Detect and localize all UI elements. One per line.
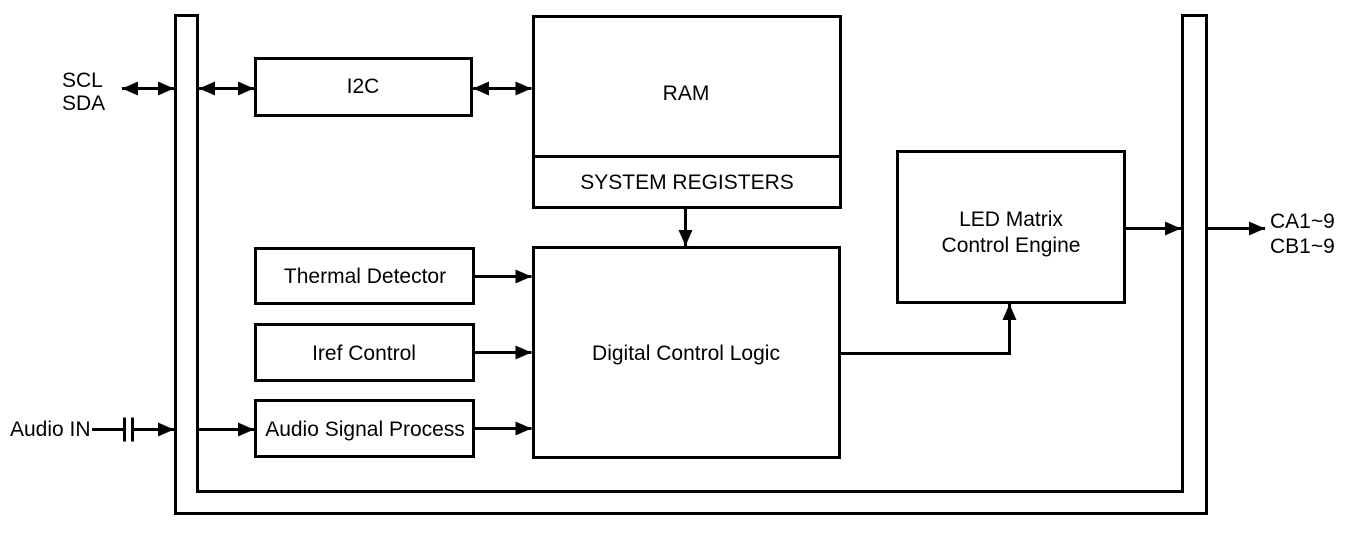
- audio-signal-process-outline: [254, 399, 475, 458]
- iref-control-outline: [254, 323, 475, 382]
- thermal-detector-outline: [254, 247, 475, 305]
- i2c-block-outline: [254, 57, 473, 117]
- thermal-detector-label: Thermal Detector: [284, 265, 446, 288]
- led-matrix-control-engine-label-line1: LED Matrix: [959, 208, 1063, 231]
- i2c-block: I2C: [254, 57, 473, 117]
- led-matrix-control-engine-outline: [896, 150, 1126, 304]
- internal-bus-frame: [174, 14, 1208, 515]
- digital-control-logic-label: Digital Control Logic: [592, 342, 780, 365]
- i2c-block-label: I2C: [347, 75, 380, 98]
- pin-label-audio-in: Audio IN: [10, 418, 91, 441]
- audio-signal-process-block: Audio Signal Process: [254, 399, 475, 458]
- system-registers-label: SYSTEM REGISTERS: [580, 171, 794, 194]
- ram-block: RAM SYSTEM REGISTERS: [532, 15, 842, 209]
- coupling-capacitor-icon: [123, 417, 134, 442]
- led-matrix-control-engine-block: LED Matrix Control Engine: [896, 150, 1126, 304]
- pin-label-cb-out: CB1~9: [1270, 235, 1335, 258]
- digital-control-logic-block: Digital Control Logic: [532, 246, 841, 459]
- pin-label-sda: SDA: [62, 92, 105, 115]
- pin-label-scl: SCL: [62, 69, 103, 92]
- iref-control-block: Iref Control: [254, 323, 475, 382]
- iref-control-label: Iref Control: [312, 342, 416, 365]
- led-matrix-control-engine-label-line2: Control Engine: [942, 234, 1081, 257]
- ram-block-outline: [532, 15, 842, 209]
- thermal-detector-block: Thermal Detector: [254, 247, 475, 305]
- ram-block-label: RAM: [663, 82, 710, 105]
- wire-dcl-to-led-engine: [840, 304, 1017, 355]
- pin-label-ca-out: CA1~9: [1270, 210, 1335, 233]
- digital-control-logic-outline: [532, 246, 841, 459]
- audio-signal-process-label: Audio Signal Process: [265, 418, 465, 441]
